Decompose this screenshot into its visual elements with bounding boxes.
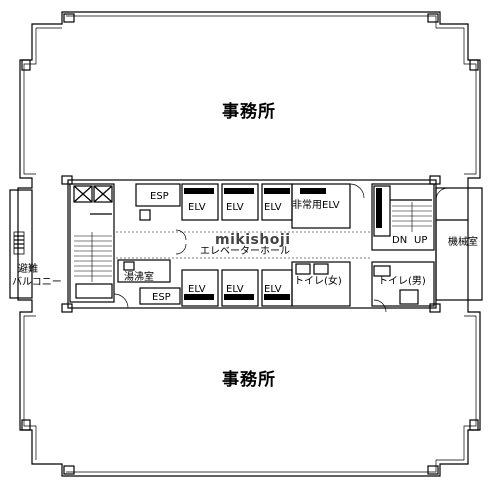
toilet-women-label: トイレ(女) <box>294 276 342 287</box>
evac-balcony-label-2: バルコニー <box>12 277 62 288</box>
toilet-men-label: トイレ(男) <box>378 276 426 287</box>
column-mark <box>21 59 31 71</box>
column-mark <box>427 465 439 475</box>
elevator-shaft <box>181 269 219 307</box>
elevator-hall-label: エレベーターホール <box>200 246 290 257</box>
esp-bottom-room <box>139 287 181 305</box>
stair-down-label: DN <box>392 235 408 246</box>
kitchenette-room <box>117 259 171 283</box>
left-stair <box>69 183 115 303</box>
column-mark <box>21 419 31 431</box>
kitchenette-label: 湯沸室 <box>124 272 154 283</box>
column-mark <box>63 13 75 23</box>
elv-label: ELV <box>264 202 282 213</box>
evac-balcony-label-1: 避難 <box>18 264 38 275</box>
column-mark <box>469 59 479 71</box>
toilet-women-room <box>291 261 351 307</box>
stair-up-label: UP <box>414 235 428 246</box>
column-mark <box>427 13 439 23</box>
elevator-shaft <box>181 183 219 221</box>
toilet-men-room <box>371 261 435 307</box>
machine-room <box>435 187 469 301</box>
exterior-wall <box>17 11 483 477</box>
right-stair <box>371 183 435 251</box>
office-top-label: 事務所 <box>222 102 276 122</box>
watermark: mikishoji <box>215 232 291 248</box>
elv-label: ELV <box>264 284 282 295</box>
column-mark <box>469 419 479 431</box>
machine-room-label: 機械室 <box>448 237 478 248</box>
evac-balcony <box>9 189 33 299</box>
elv-label: ELV <box>188 202 206 213</box>
elv-label: ELV <box>226 202 244 213</box>
esp-top-label: ESP <box>150 191 169 202</box>
office-bottom-label: 事務所 <box>222 370 276 390</box>
elv-label: ELV <box>188 284 206 295</box>
emergency-elevator-shaft <box>291 183 351 229</box>
esp-bottom-label: ESP <box>152 292 171 303</box>
esp-top-room <box>135 183 181 207</box>
elv-label: ELV <box>226 284 244 295</box>
column-mark <box>63 465 75 475</box>
emergency-elv-label: 非常用ELV <box>292 200 340 211</box>
